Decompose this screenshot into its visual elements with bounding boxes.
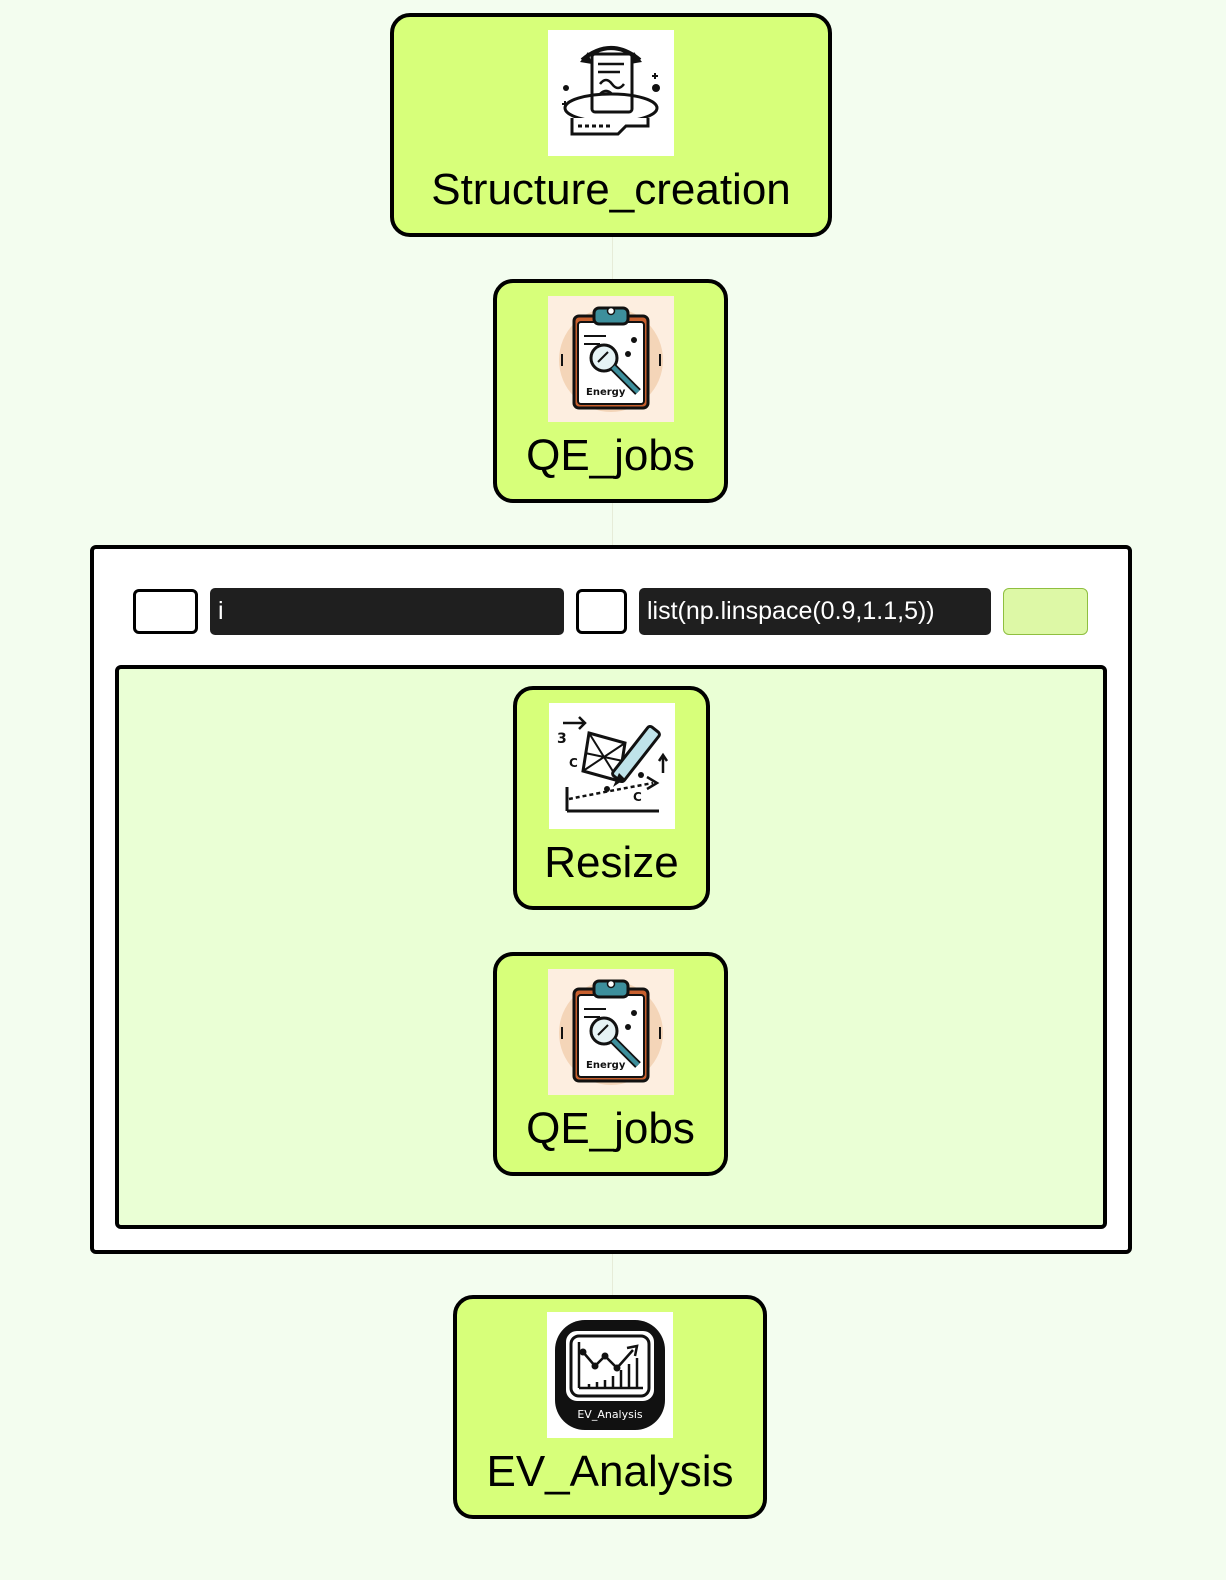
- edge-qejobs-to-loop: [612, 502, 613, 546]
- svg-text:3: 3: [557, 731, 567, 747]
- node-label: QE_jobs: [526, 431, 695, 480]
- loop-left-checkbox[interactable]: [133, 589, 198, 634]
- edge-structure-to-qejobs: [612, 236, 613, 280]
- node-label: QE_jobs: [526, 1104, 695, 1153]
- loop-run-button[interactable]: [1003, 588, 1088, 635]
- node-ev-analysis[interactable]: EV_Analysis EV_Analysis: [453, 1295, 767, 1519]
- svg-text:Energy: Energy: [586, 1060, 626, 1071]
- clipboard-energy-icon: Energy: [547, 969, 674, 1095]
- edge-loop-to-evanalysis: [612, 1252, 613, 1298]
- node-qe-jobs-inner[interactable]: Energy QE_jobs: [493, 952, 728, 1176]
- loop-variable-input[interactable]: i: [210, 588, 564, 635]
- svg-text:Energy: Energy: [586, 387, 626, 398]
- svg-text:C: C: [569, 756, 578, 770]
- node-label: EV_Analysis: [486, 1447, 734, 1496]
- svg-text:EV_Analysis: EV_Analysis: [577, 1408, 643, 1421]
- structure-creation-icon: [548, 30, 674, 156]
- loop-iterable-input[interactable]: list(np.linspace(0.9,1.1,5)): [639, 588, 991, 635]
- loop-right-checkbox[interactable]: [576, 589, 627, 634]
- node-label: Structure_creation: [431, 165, 791, 214]
- node-label: Resize: [544, 838, 679, 887]
- node-resize[interactable]: 3 C C Resize: [513, 686, 710, 910]
- clipboard-energy-icon: Energy: [547, 296, 674, 422]
- resize-pencil-icon: 3 C C: [548, 703, 675, 829]
- ev-analysis-icon: EV_Analysis: [547, 1312, 673, 1438]
- svg-text:C: C: [633, 790, 642, 804]
- node-qe-jobs[interactable]: Energy QE_jobs: [493, 279, 728, 503]
- node-structure-creation[interactable]: Structure_creation: [390, 13, 832, 237]
